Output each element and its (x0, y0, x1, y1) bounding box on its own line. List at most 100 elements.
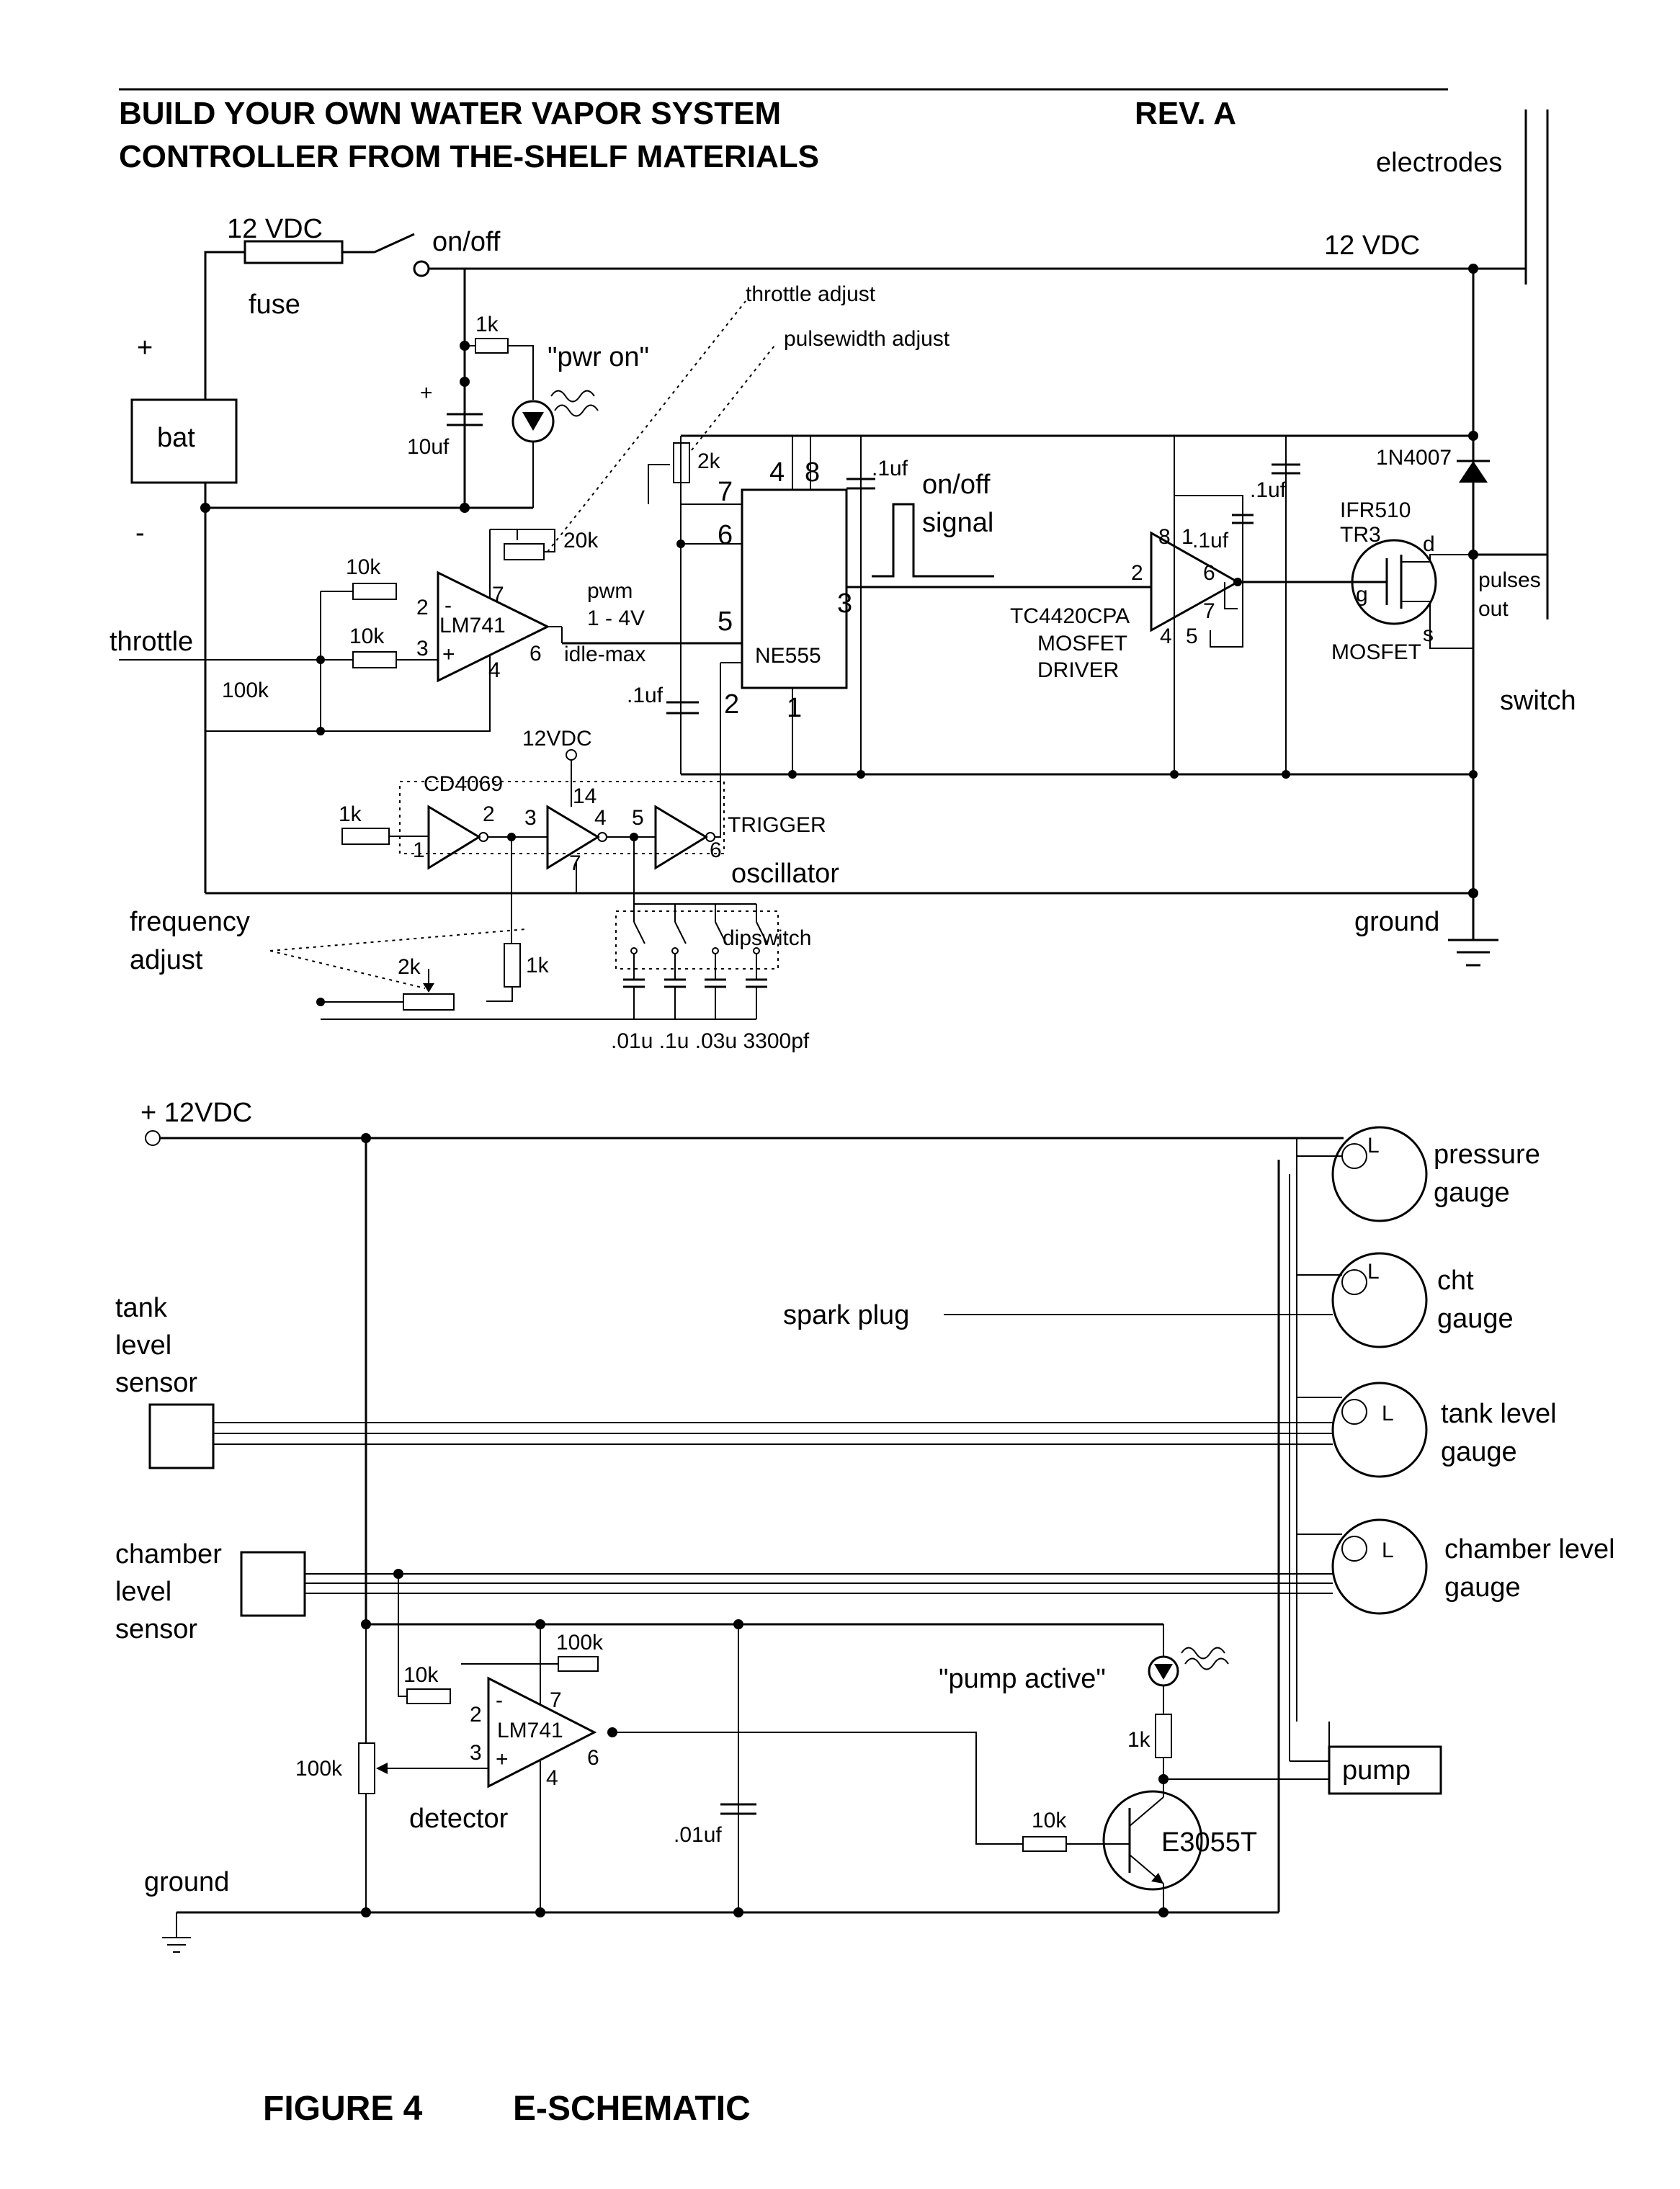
cd4069-package-outline (399, 781, 725, 854)
inv-pin3: 3 (524, 806, 537, 830)
pot-20k-frame (490, 529, 555, 552)
mosfet-g-label: g (1356, 583, 1368, 606)
pump-active-label: "pump active" (939, 1664, 1106, 1694)
pulses-out-label-2: out (1478, 597, 1509, 621)
detector-opamp-pin3: 3 (470, 1741, 482, 1765)
mosfet-part-label: IFR510 (1340, 498, 1411, 522)
node (316, 998, 325, 1006)
driver-pin5: 5 (1186, 625, 1198, 648)
mosfet-d-label: d (1423, 532, 1435, 556)
cap-10uf-label: 10uf (407, 435, 450, 459)
tank-level-gauge-L: L (1382, 1402, 1394, 1425)
ne555-pin1: 1 (787, 693, 802, 723)
node (1233, 578, 1242, 586)
chamber-level-gauge (1331, 1518, 1428, 1615)
pot-2k-frequency[interactable] (403, 993, 455, 1011)
frequency-leader-b (269, 928, 527, 952)
pot-100k[interactable] (358, 1742, 375, 1794)
opamp-minus: - (444, 594, 452, 617)
bottom-circuit: + 12VDC L pressure gauge L spark plug ch… (115, 1098, 1615, 1953)
pot-100k-arrow (376, 1763, 388, 1774)
pump-label: pump (1342, 1755, 1411, 1786)
tank-level-gauge (1331, 1382, 1428, 1478)
driver-pin2: 2 (1131, 561, 1143, 585)
cap-1uf-decouple-label: .1uf (872, 457, 908, 480)
ne555-pin6: 6 (718, 520, 733, 550)
pot-2k-label: 2k (697, 449, 721, 473)
tank-level-gauge-label-1: tank level (1441, 1399, 1557, 1429)
battery-label: bat (157, 423, 195, 453)
pot-2k-pulsewidth[interactable] (673, 442, 690, 483)
dipswitch-label: dipswitch (723, 926, 811, 950)
mosfet-source (1401, 601, 1473, 649)
opamp-pin2: 2 (416, 596, 429, 619)
detector-opamp-pin6: 6 (587, 1746, 599, 1770)
driver-pin4: 4 (1160, 625, 1172, 648)
frequency-label-2: adjust (130, 945, 203, 975)
inv-pin1: 1 (413, 838, 425, 862)
pump (1328, 1745, 1442, 1795)
cap-1uf-timing-label: .1uf (627, 684, 663, 707)
figure-name: E-SCHEMATIC (513, 2090, 751, 2128)
tank-level-gauge-label-2: gauge (1441, 1437, 1517, 1467)
collector-to-pump (1163, 1722, 1330, 1780)
node (788, 770, 797, 779)
ne555-pin7: 7 (718, 477, 733, 507)
idle-max-label: idle-max (564, 643, 645, 666)
dipswitch-1[interactable] (623, 904, 645, 1019)
inverter-vcc-label: 12VDC (522, 727, 592, 751)
resistor-10k-a-label: 10k (346, 555, 381, 579)
pump-active-led-symbol (1154, 1664, 1173, 1680)
detector-opamp-pin4: 4 (546, 1766, 558, 1790)
resistor-1k-osc-label: 1k (339, 802, 362, 826)
resistor-10k-a (352, 583, 397, 600)
dipswitch-3[interactable] (705, 904, 727, 1019)
chamber-level-gauge-lamp-icon (1341, 1536, 1367, 1562)
cht-gauge-lamp-icon (1341, 1269, 1367, 1295)
opamp-lm741-throttle (437, 570, 550, 683)
ground-label-bottom: ground (144, 1867, 229, 1897)
diode-1n4007 (1459, 461, 1488, 483)
pressure-gauge-L: L (1367, 1134, 1380, 1158)
mosfet-s-label: s (1423, 622, 1434, 646)
pwr-on-label: "pwr on" (548, 342, 649, 372)
ne555-pin4: 4 (769, 457, 785, 488)
ne555-pin8: 8 (805, 457, 820, 488)
transistor-label: E3055T (1161, 1827, 1257, 1858)
dipswitch-4[interactable] (746, 904, 768, 1019)
dipswitch-2[interactable] (664, 904, 687, 1019)
dipswitch-caps-label: .01u .1u .03u 3300pf (611, 1029, 810, 1053)
osc-r2-wire (486, 987, 513, 1002)
fuse-label: fuse (249, 290, 300, 320)
resistor-1k-osc2 (504, 943, 521, 988)
pot-20k[interactable] (504, 543, 545, 560)
pwm-label: pwm (587, 579, 633, 603)
supply-12vdc-right-label: 12 VDC (1324, 230, 1420, 261)
resistor-100k-label: 100k (222, 679, 269, 702)
driver-pin1: 1 (1181, 525, 1194, 549)
opamp-lm741-detector (487, 1676, 597, 1789)
battery (130, 398, 238, 484)
ne555-pin3: 3 (837, 588, 852, 619)
chamber-level-gauge-label-1: chamber level (1444, 1534, 1615, 1564)
resistor-1k-led-label: 1k (1127, 1728, 1151, 1752)
transistor-emitter-arrow (1151, 1873, 1163, 1884)
tank-level-sensor (148, 1403, 215, 1469)
inverter-1 (427, 805, 481, 870)
on-off-switch[interactable] (374, 233, 415, 254)
ne555-timer (741, 488, 848, 689)
node (676, 540, 685, 548)
cht-gauge-L: L (1367, 1260, 1380, 1284)
node (1468, 264, 1478, 274)
inv-pin5: 5 (632, 806, 644, 830)
transistor-e3055t (1102, 1790, 1203, 1891)
electrodes-label: electrodes (1376, 148, 1502, 178)
switch-label: switch (1500, 686, 1576, 716)
trigger-label: TRIGGER (728, 813, 826, 837)
chamber-sensor-label-3: sensor (115, 1614, 197, 1644)
mosfet-drain (1401, 554, 1473, 563)
tank-sensor-label-3: sensor (115, 1368, 197, 1398)
pot-2k-wiper (648, 464, 670, 504)
cap-10uf-plus: + (420, 381, 433, 405)
node (1468, 431, 1478, 441)
